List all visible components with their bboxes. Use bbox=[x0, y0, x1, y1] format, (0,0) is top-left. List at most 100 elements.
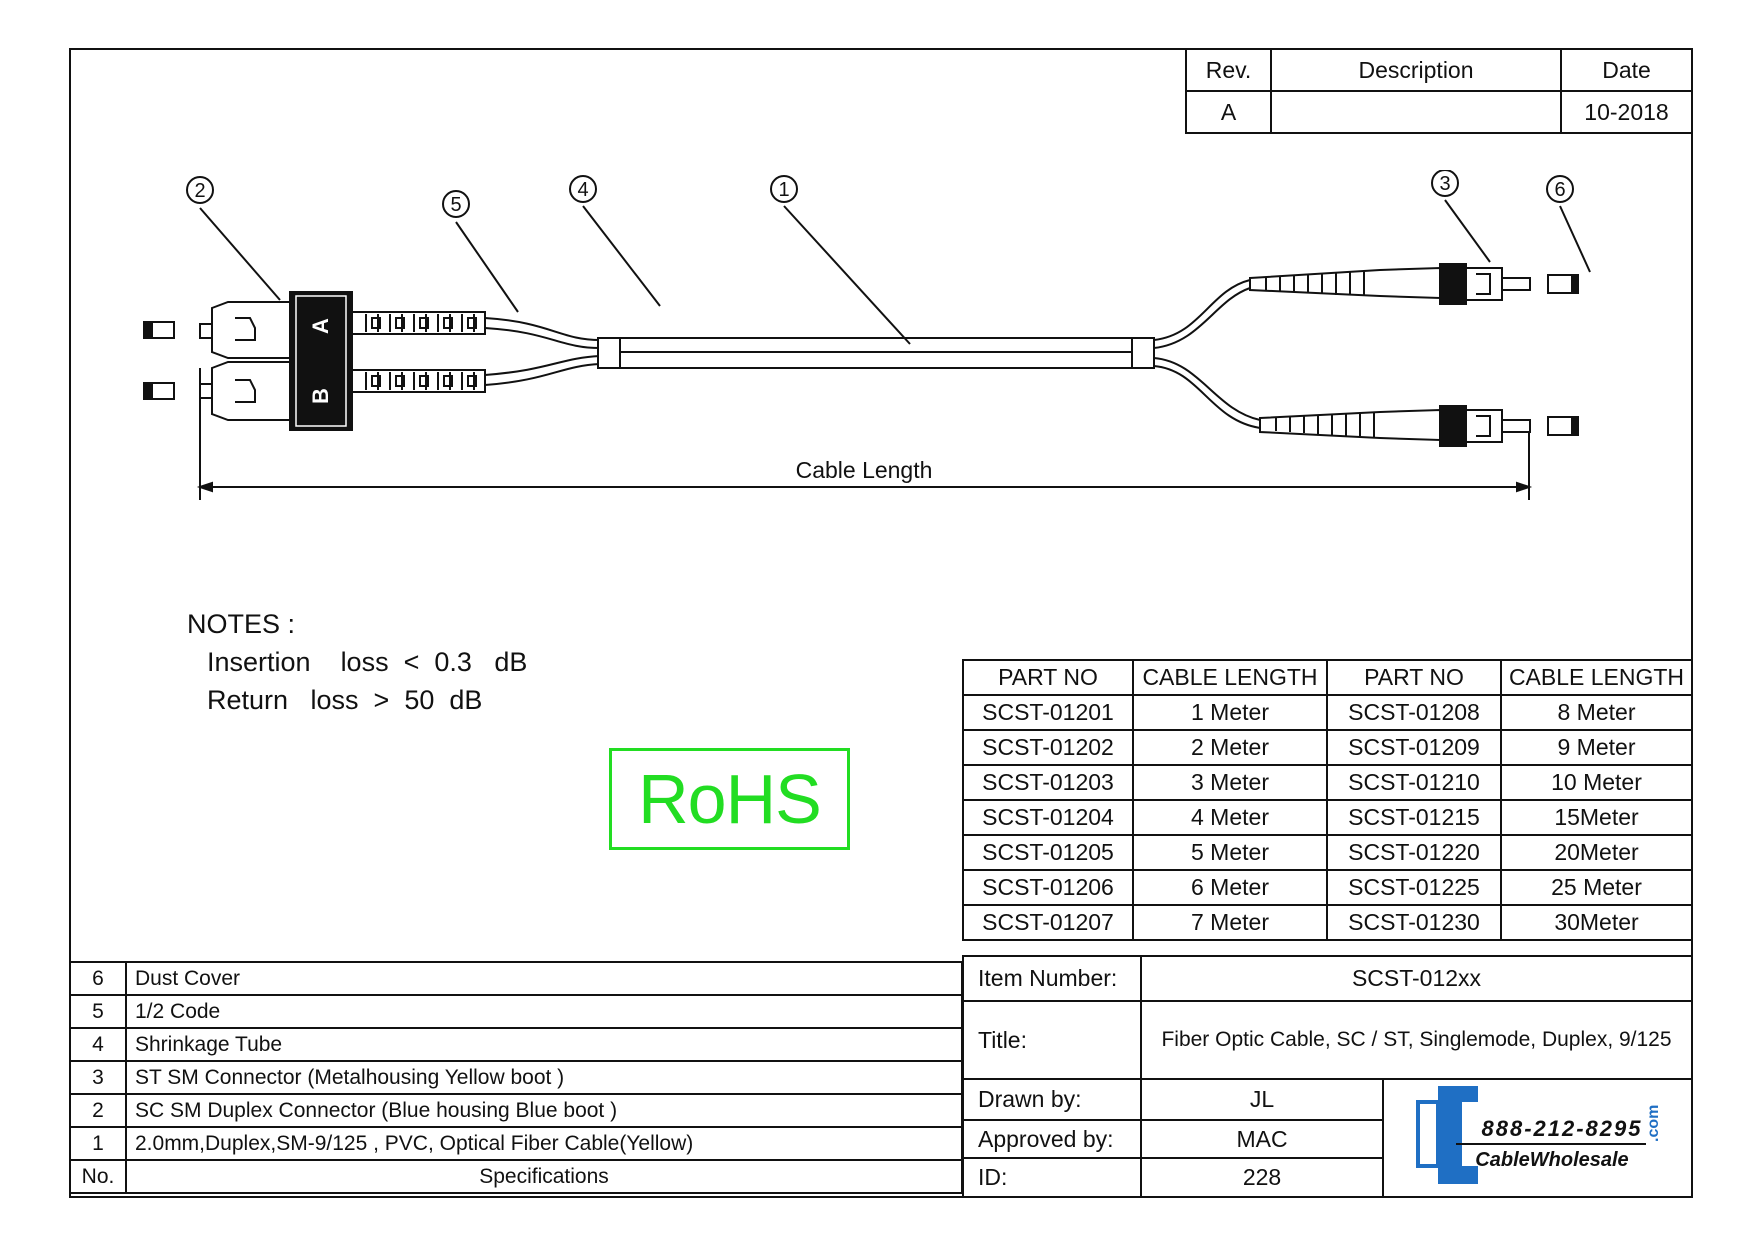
drawn-by-label: Drawn by: bbox=[962, 1078, 1142, 1121]
st-connector-bottom bbox=[1439, 405, 1531, 447]
cable-leg-right-top bbox=[1153, 279, 1251, 349]
cable-length: 9 Meter bbox=[1500, 729, 1693, 766]
sc-boot-top bbox=[351, 311, 486, 335]
main-cable bbox=[600, 337, 1140, 369]
part-no: SCST-01230 bbox=[1326, 904, 1502, 941]
clip-label-a: A bbox=[308, 318, 333, 334]
cable-length: 1 Meter bbox=[1132, 694, 1328, 731]
cable-length: 10 Meter bbox=[1500, 764, 1693, 801]
part-no: SCST-01208 bbox=[1326, 694, 1502, 731]
cable-length: 8 Meter bbox=[1500, 694, 1693, 731]
logo-brand: CableWholesale bbox=[1475, 1149, 1628, 1171]
company-logo: 888-212-8295 CableWholesale .com bbox=[1382, 1078, 1693, 1198]
cable-leg-left-top bbox=[484, 317, 601, 349]
header-part-no: PART NO bbox=[962, 659, 1134, 696]
item-number-label: Item Number: bbox=[962, 955, 1142, 1002]
part-no: SCST-01215 bbox=[1326, 799, 1502, 836]
note-return-loss: Return loss > 50 dB bbox=[207, 685, 483, 715]
spec-number: 4 bbox=[69, 1027, 127, 1062]
title-block: Item Number: SCST-012xx Title: Fiber Opt… bbox=[962, 955, 1693, 1198]
header-part-no: PART NO bbox=[1326, 659, 1502, 696]
cable-length-label: Cable Length bbox=[796, 457, 933, 483]
part-no: SCST-01225 bbox=[1326, 869, 1502, 906]
spec-specifications-header: Specifications bbox=[125, 1159, 963, 1194]
date-header: Date bbox=[1560, 48, 1693, 92]
logo-phone: 888-212-8295 bbox=[1481, 1116, 1642, 1141]
part-no: SCST-01207 bbox=[962, 904, 1134, 941]
dust-cover-right-top bbox=[1547, 274, 1579, 294]
spec-description: Dust Cover bbox=[125, 961, 963, 996]
notes: NOTES : Insertion loss < 0.3 dB Return l… bbox=[187, 605, 527, 719]
part-no: SCST-01203 bbox=[962, 764, 1134, 801]
st-boot-top bbox=[1249, 266, 1441, 300]
cable-length: 3 Meter bbox=[1132, 764, 1328, 801]
spec-number: 6 bbox=[69, 961, 127, 996]
header-cable-length: CABLE LENGTH bbox=[1500, 659, 1693, 696]
spec-description: 2.0mm,Duplex,SM-9/125 , PVC, Optical Fib… bbox=[125, 1126, 963, 1161]
duplex-clip bbox=[289, 291, 353, 431]
part-no: SCST-01204 bbox=[962, 799, 1134, 836]
callout-3: 3 bbox=[1439, 173, 1450, 195]
drawn-by-value: JL bbox=[1140, 1078, 1384, 1121]
cable-length: 15Meter bbox=[1500, 799, 1693, 836]
cablewholesale-logo: 888-212-8295 CableWholesale .com bbox=[1415, 1086, 1662, 1184]
callout-4: 4 bbox=[577, 179, 588, 201]
approved-by-value: MAC bbox=[1140, 1118, 1384, 1160]
description-value bbox=[1270, 90, 1562, 134]
dust-cover-left-bottom bbox=[143, 382, 175, 400]
spec-description: 1/2 Code bbox=[125, 994, 963, 1029]
spec-description: SC SM Duplex Connector (Blue housing Blu… bbox=[125, 1093, 963, 1128]
description-header: Description bbox=[1270, 48, 1562, 92]
cable-length: 4 Meter bbox=[1132, 799, 1328, 836]
rev-header: Rev. bbox=[1185, 48, 1272, 92]
part-no: SCST-01210 bbox=[1326, 764, 1502, 801]
cable-length: 2 Meter bbox=[1132, 729, 1328, 766]
sc-connector-bottom bbox=[199, 361, 291, 421]
id-value: 228 bbox=[1140, 1157, 1384, 1198]
callout-1: 1 bbox=[778, 179, 789, 201]
part-no: SCST-01209 bbox=[1326, 729, 1502, 766]
spec-number: 5 bbox=[69, 994, 127, 1029]
shrink-tube-right bbox=[1131, 337, 1155, 369]
spec-footer-row: No.Specifications bbox=[69, 1159, 963, 1194]
part-no: SCST-01202 bbox=[962, 729, 1134, 766]
shrink-tube-left bbox=[597, 337, 621, 369]
dimension-line bbox=[199, 368, 1530, 500]
rohs-badge: RoHS bbox=[609, 748, 850, 850]
spec-number: 3 bbox=[69, 1060, 127, 1095]
header-cable-length: CABLE LENGTH bbox=[1132, 659, 1328, 696]
st-boot-bottom bbox=[1259, 408, 1441, 442]
callout-6: 6 bbox=[1554, 179, 1565, 201]
approved-by-label: Approved by: bbox=[962, 1118, 1142, 1160]
title-label: Title: bbox=[962, 1000, 1142, 1080]
cable-length: 25 Meter bbox=[1500, 869, 1693, 906]
part-number-table: PART NO CABLE LENGTH PART NO CABLE LENGT… bbox=[962, 659, 1693, 941]
cable-length: 30Meter bbox=[1500, 904, 1693, 941]
callout-2: 2 bbox=[194, 180, 205, 202]
date-value: 10-2018 bbox=[1560, 90, 1693, 134]
sc-boot-bottom bbox=[351, 369, 486, 393]
cable-diagram: 2 5 4 1 3 6 A B Cable Length bbox=[143, 170, 1591, 500]
part-no: SCST-01201 bbox=[962, 694, 1134, 731]
dust-cover-left-top bbox=[143, 321, 175, 339]
spec-number: 2 bbox=[69, 1093, 127, 1128]
sc-connector-top bbox=[199, 301, 291, 359]
rev-value: A bbox=[1185, 90, 1272, 134]
parts-header-row: PART NO CABLE LENGTH PART NO CABLE LENGT… bbox=[962, 659, 1693, 696]
spec-no-header: No. bbox=[69, 1159, 127, 1194]
cable-leg-left-bottom bbox=[484, 355, 601, 386]
title-value: Fiber Optic Cable, SC / ST, Singlemode, … bbox=[1140, 1000, 1693, 1080]
cable-length: 7 Meter bbox=[1132, 904, 1328, 941]
spec-description: ST SM Connector (Metalhousing Yellow boo… bbox=[125, 1060, 963, 1095]
cable-length: 6 Meter bbox=[1132, 869, 1328, 906]
